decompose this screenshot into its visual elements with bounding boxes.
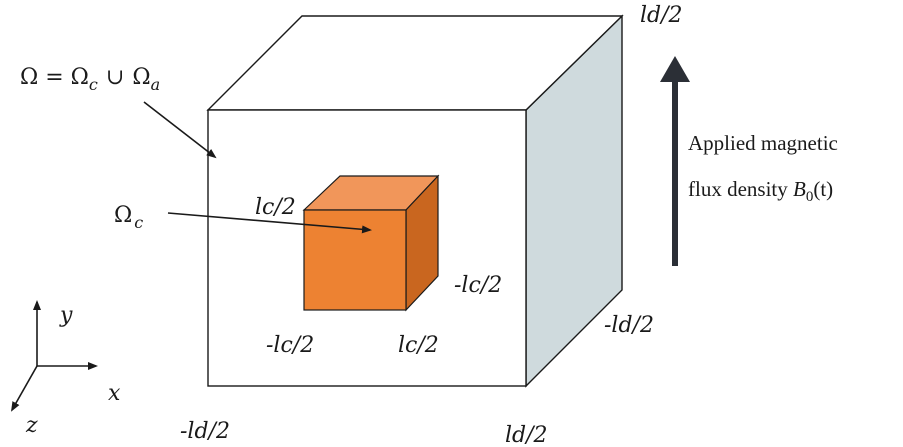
omega-pointer-arrow	[143, 101, 217, 159]
label-omega-union: Ω = Ωc∪Ωa	[20, 65, 160, 94]
omega-c-pointer-arrow	[167, 212, 372, 234]
label-axis-y: y	[59, 303, 73, 328]
label-inner-bottom-left: -lc/2	[266, 333, 314, 358]
label-outer-right: -ld/2	[604, 313, 654, 338]
label-inner-bottom-right: lc/2	[398, 333, 439, 358]
label-top-right-ld: ld/2	[640, 3, 683, 28]
coordinate-axes	[11, 300, 98, 412]
label-inner-top: lc/2	[255, 195, 296, 220]
applied-field-arrow	[660, 56, 690, 266]
label-outer-bottom-left: -ld/2	[180, 419, 230, 444]
label-applied-line1: Applied magnetic	[688, 131, 838, 155]
label-inner-right: -lc/2	[454, 273, 502, 298]
label-axis-z: z	[25, 413, 38, 438]
inner-cube	[302, 174, 440, 312]
label-outer-bottom-right: ld/2	[505, 423, 548, 447]
label-axis-x: x	[108, 381, 121, 406]
label-applied-line2: flux density B0(t)	[688, 177, 833, 205]
outer-cube	[206, 14, 624, 388]
z-axis-arrow	[11, 365, 38, 412]
